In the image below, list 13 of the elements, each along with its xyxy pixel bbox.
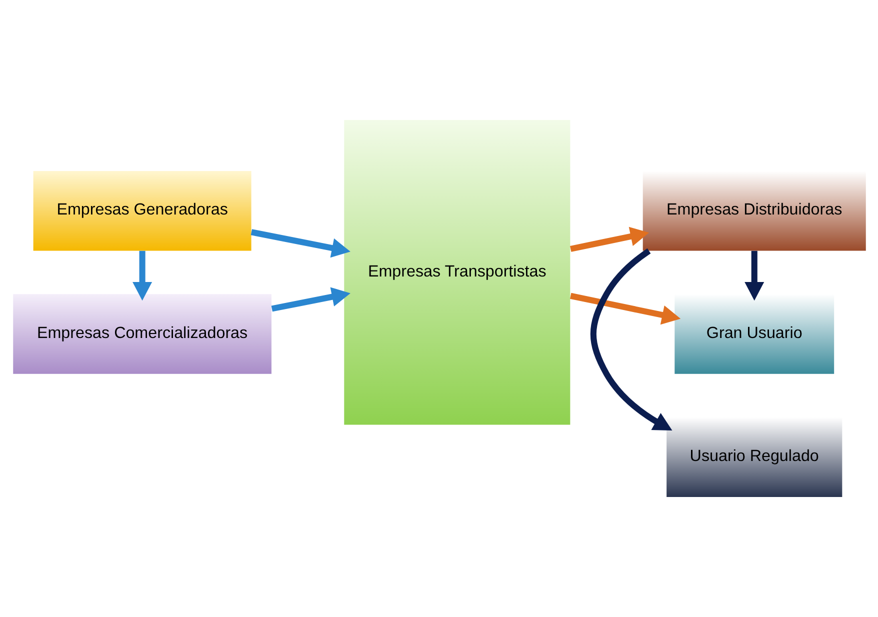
node-box: Empresas Distribuidoras [642, 171, 866, 251]
arrow [250, 229, 350, 258]
node-box: Empresas Transportistas [344, 120, 570, 425]
node-box: Usuario Regulado [666, 417, 842, 497]
arrow [590, 248, 672, 431]
arrow [570, 226, 649, 252]
arrow [270, 287, 350, 312]
arrow [569, 292, 680, 325]
node-box: Empresas Generadoras [32, 171, 251, 251]
arrow [132, 250, 152, 301]
node-box: Empresas Comercializadoras [12, 294, 271, 374]
node-box: Gran Usuario [674, 294, 834, 374]
arrow [744, 250, 764, 301]
